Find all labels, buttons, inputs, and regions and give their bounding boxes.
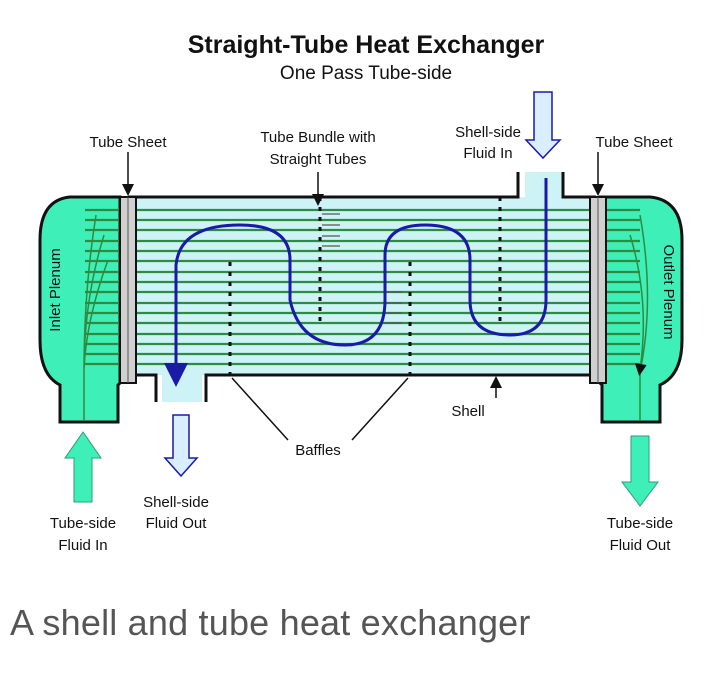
outlet-plenum	[598, 195, 684, 424]
tube-sheet-right-label: Tube Sheet	[596, 134, 674, 151]
shell-side-flow-path	[164, 178, 548, 387]
tube-side-in-arrow	[64, 431, 102, 503]
tube-side-in-label-line1: Tube-side	[50, 515, 116, 532]
diagram-subtitle: One Pass Tube-side	[280, 63, 452, 84]
shell-body	[128, 197, 596, 375]
heat-exchanger-diagram: Straight-Tube Heat Exchanger One Pass Tu…	[38, 31, 684, 554]
tube-sheet-left	[119, 196, 137, 384]
shell-side-out-label-line2: Fluid Out	[146, 515, 208, 532]
image-caption: A shell and tube heat exchanger	[10, 602, 531, 643]
inlet-plenum-label: Inlet Plenum	[47, 248, 64, 331]
outlet-plenum-label: Outlet Plenum	[660, 244, 677, 339]
tube-bundle-label-line1: Tube Bundle with	[260, 129, 375, 146]
tube-side-out-label-line1: Tube-side	[607, 515, 673, 532]
diagram-title: Straight-Tube Heat Exchanger	[188, 31, 545, 59]
baffles-label: Baffles	[295, 442, 341, 459]
shell-inlet-nozzle	[525, 172, 563, 202]
tube-sheet-left-label: Tube Sheet	[90, 134, 168, 151]
tube-side-out-arrow	[621, 435, 659, 507]
baffle-pointer-left	[231, 377, 289, 441]
tube-bundle-label-line2: Straight Tubes	[270, 151, 367, 168]
tube-sheet-right	[589, 196, 607, 384]
shell-label: Shell	[451, 403, 484, 420]
shell-side-in-label-line2: Fluid In	[463, 145, 512, 162]
shell-side-in-label-line1: Shell-side	[455, 124, 521, 141]
shell-side-out-label-line1: Shell-side	[143, 494, 209, 511]
shell-side-in-arrow	[524, 91, 562, 160]
inlet-plenum	[38, 195, 122, 424]
inlet-flow-lines	[83, 214, 109, 420]
baffle-pointer-right	[351, 377, 409, 441]
tube-side-in-label-line2: Fluid In	[58, 537, 107, 554]
shell-outlet-nozzle	[162, 372, 202, 402]
shell-flow-ticks	[322, 213, 402, 324]
outlet-flow-lines	[629, 214, 648, 420]
baffles	[228, 197, 502, 375]
tube-side-out-label-line2: Fluid Out	[610, 537, 672, 554]
shell-side-out-arrow	[163, 414, 199, 478]
